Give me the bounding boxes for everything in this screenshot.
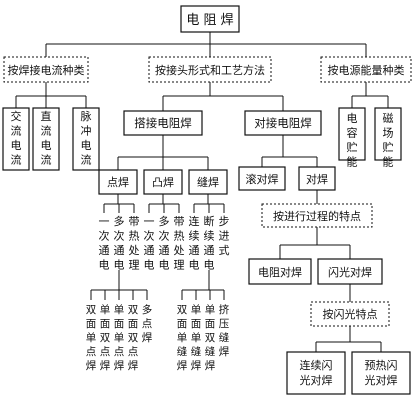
projection-mode-heat: 带热处理 <box>174 215 185 272</box>
seam-welding-label: 缝焊 <box>197 175 219 189</box>
node-root: 电 阻 焊 <box>180 5 240 33</box>
node-energy-capacitor: 电容贮能 <box>338 107 366 169</box>
node-flash-feature: 按闪光特点 <box>310 301 390 327</box>
spot-type-5: 多点焊 <box>142 303 153 344</box>
spot-mode-heat: 带热处理 <box>129 215 140 272</box>
spot-types: 双面单点焊 单面双点焊 单面单点焊 双面双点焊 多点焊 <box>86 303 153 372</box>
node-roll-butt: 滚对焊 <box>238 166 286 191</box>
spot-modes: 一次通电 多次通电 带热处理 <box>99 214 140 272</box>
root-label: 电 阻 焊 <box>186 12 233 28</box>
node-lap-welding: 搭接电阻焊 <box>123 110 203 136</box>
node-projection-welding: 凸焊 <box>143 169 183 195</box>
node-category-energy: 按电源能量种类 <box>320 56 412 83</box>
seam-type-1: 双面单缝焊 <box>177 304 188 372</box>
lap-welding-label: 搭接电阻焊 <box>134 116 192 130</box>
resistance-butt-label: 电阻对焊 <box>258 265 302 279</box>
node-category-joint-process: 按接头形式和工艺方法 <box>148 56 272 83</box>
category-energy-label: 按电源能量种类 <box>328 63 405 77</box>
butt-weld-label: 对焊 <box>306 172 328 186</box>
spot-mode-multi: 多次通电 <box>114 214 125 272</box>
seam-type-2: 单面单缝焊 <box>191 304 202 372</box>
node-seam-welding: 缝焊 <box>188 169 228 195</box>
seam-mode-intermittent: 断续通电 <box>204 214 215 272</box>
projection-modes: 一次通电 多次通电 带热处理 <box>144 214 185 272</box>
projection-mode-multi: 多次通电 <box>159 214 170 272</box>
node-flash-butt: 闪光对焊 <box>317 258 383 285</box>
projection-mode-single: 一次通电 <box>144 215 155 272</box>
spot-type-4: 双面双点焊 <box>128 304 139 372</box>
node-preheat-flash: 预热闪光对焊 <box>351 351 411 395</box>
node-current-pulse: 脉冲电流 <box>72 107 100 171</box>
energy-magnetic-label: 磁场贮能 <box>383 112 394 169</box>
category-joint-process-label: 按接头形式和工艺方法 <box>155 63 265 77</box>
node-category-current: 按焊接电流种类 <box>3 56 89 83</box>
seam-type-4: 挤压缝焊 <box>219 303 230 358</box>
seam-types: 双面单缝焊 单面单缝焊 单面双缝焊 挤压缝焊 <box>177 303 230 372</box>
spot-welding-label: 点焊 <box>107 175 129 189</box>
process-feature-label: 按进行过程的特点 <box>273 209 361 223</box>
butt-welding-label: 对接电阻焊 <box>254 116 312 130</box>
current-pulse-label: 脉冲电流 <box>81 109 92 167</box>
seam-type-3: 单面双缝焊 <box>205 304 216 372</box>
continuous-flash-label: 连续闪光对焊 <box>300 358 333 387</box>
seam-mode-continuous: 连续通电 <box>189 215 200 272</box>
node-energy-magnetic: 磁场贮能 <box>374 107 402 169</box>
seam-mode-step: 步进式 <box>219 215 230 257</box>
projection-welding-label: 凸焊 <box>152 175 174 189</box>
node-continuous-flash: 连续闪光对焊 <box>286 351 346 395</box>
node-spot-welding: 点焊 <box>98 169 138 195</box>
spot-type-1: 双面单点焊 <box>86 304 97 372</box>
node-process-feature: 按进行过程的特点 <box>261 203 373 228</box>
node-butt-weld: 对焊 <box>298 166 336 191</box>
node-current-dc: 直流电流 <box>32 107 60 171</box>
flash-feature-label: 按闪光特点 <box>323 307 378 321</box>
node-current-ac: 交流电流 <box>2 107 30 171</box>
node-resistance-butt: 电阻对焊 <box>248 258 312 285</box>
seam-modes: 连续通电 断续通电 步进式 <box>189 214 230 272</box>
node-butt-welding: 对接电阻焊 <box>244 110 322 136</box>
energy-capacitor-label: 电容贮能 <box>347 112 358 169</box>
current-ac-label: 交流电流 <box>11 109 22 167</box>
spot-mode-single: 一次通电 <box>99 215 110 272</box>
current-dc-label: 直流电流 <box>41 109 52 167</box>
spot-type-3: 单面单点焊 <box>114 304 125 372</box>
spot-type-2: 单面双点焊 <box>100 304 111 372</box>
roll-butt-label: 滚对焊 <box>246 172 279 186</box>
flash-butt-label: 闪光对焊 <box>328 265 372 279</box>
connectors <box>15 32 389 352</box>
preheat-flash-label: 预热闪光对焊 <box>365 358 398 387</box>
category-current-label: 按焊接电流种类 <box>8 63 85 77</box>
